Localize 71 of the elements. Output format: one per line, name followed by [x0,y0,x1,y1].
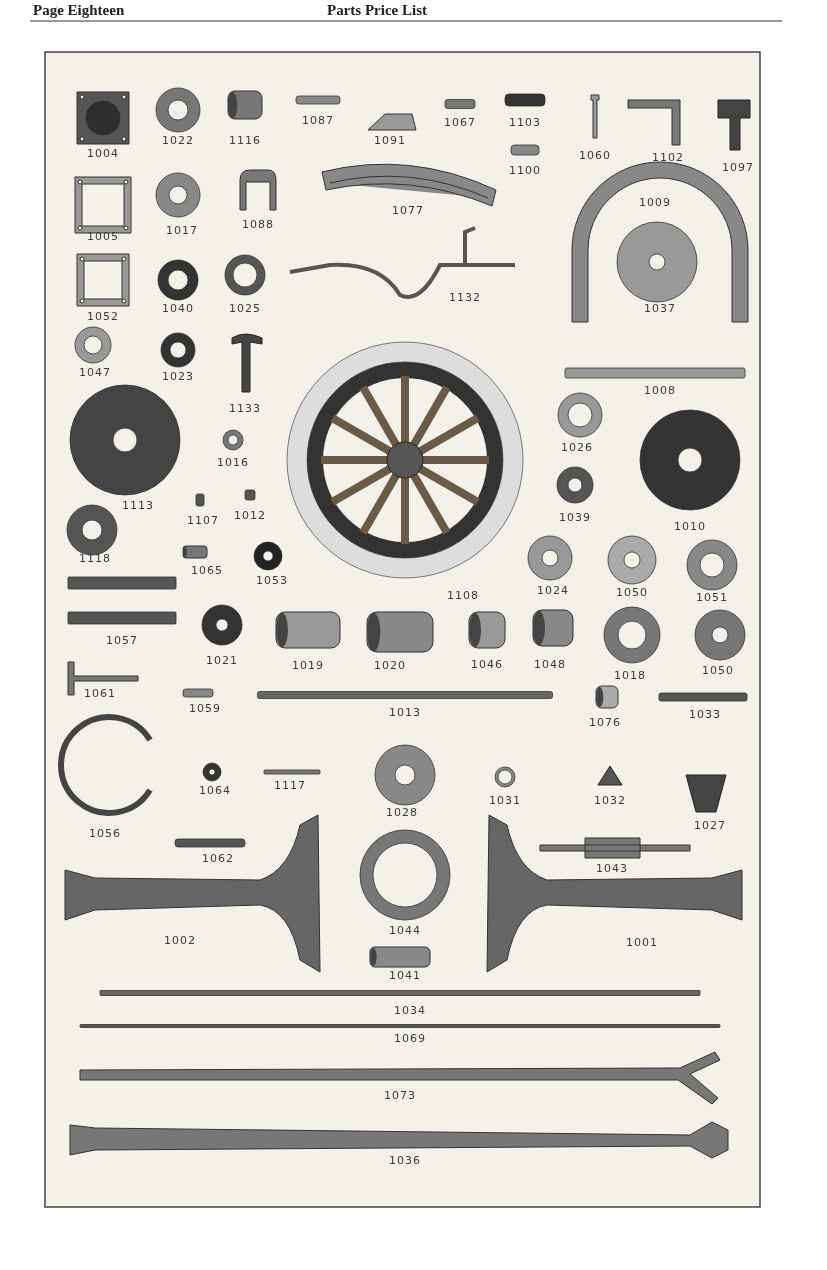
part-number: 1118 [79,551,111,565]
part-number: 1117 [274,778,306,792]
part-number: 1041 [389,968,421,982]
part-number: 1036 [389,1153,421,1167]
part-number: 1113 [122,498,154,512]
part-number: 1001 [626,935,658,949]
part-number: 1043 [596,861,628,875]
part-number: 1024 [537,583,569,597]
part-number: 1008 [644,383,676,397]
part-number: 1132 [449,290,481,304]
part-number: 1028 [386,805,418,819]
part-number: 1051 [696,590,728,604]
part-number: 1005 [87,229,119,243]
part-number: 1102 [652,150,684,164]
part-number: 1009 [639,195,671,209]
part-number: 1067 [444,115,476,129]
part-number: 1002 [164,933,196,947]
part-number: 1022 [162,133,194,147]
part-number: 1107 [187,513,219,527]
part-number: 1034 [394,1003,426,1017]
part-number: 1116 [229,133,261,147]
part-number: 1073 [384,1088,416,1102]
part-number: 1018 [614,668,646,682]
part-number: 1062 [202,851,234,865]
part-number: 1040 [162,301,194,315]
part-number: 1069 [394,1031,426,1045]
part-number: 1076 [589,715,621,729]
part-number: 1037 [644,301,676,315]
page-number: Page Eighteen [33,2,125,19]
part-number: 1061 [84,686,116,700]
part-number: 1039 [559,510,591,524]
part-number: 1012 [234,508,266,522]
part-number: 1023 [162,369,194,383]
part-number: 1019 [292,658,324,672]
part-number: 1017 [166,223,198,237]
part-number: 1013 [389,705,421,719]
part-number: 1100 [509,163,541,177]
part-number: 1103 [509,115,541,129]
part-number: 1031 [489,793,521,807]
part-number: 1032 [594,793,626,807]
part-number: 1021 [206,653,238,667]
part-number: 1046 [471,657,503,671]
part-number: 1033 [689,707,721,721]
page-title: Parts Price List [327,2,427,19]
part-number: 1027 [694,818,726,832]
part-number: 1087 [302,113,334,127]
part-number: 1020 [374,658,406,672]
part-number: 1091 [374,133,406,147]
part-number: 1025 [229,301,261,315]
part-number: 1010 [674,519,706,533]
part-number: 1047 [79,365,111,379]
part-number: 1016 [217,455,249,469]
part-number: 1108 [447,588,479,602]
part-number: 1133 [229,401,261,415]
part-number: 1065 [191,563,223,577]
part-number: 1057 [106,633,138,647]
part-number: 1026 [561,440,593,454]
part-number: 1052 [87,309,119,323]
part-number: 1048 [534,657,566,671]
part-number: 1053 [256,573,288,587]
part-number: 1088 [242,217,274,231]
part-number: 1059 [189,701,221,715]
part-number: 1064 [199,783,231,797]
part-number: 1060 [579,148,611,162]
part-number: 1056 [89,826,121,840]
part-number: 1097 [722,160,754,174]
part-number: 1050 [702,663,734,677]
part-number: 1004 [87,146,119,160]
part-number: 1044 [389,923,421,937]
part-number: 1077 [392,203,424,217]
part-number: 1050 [616,585,648,599]
